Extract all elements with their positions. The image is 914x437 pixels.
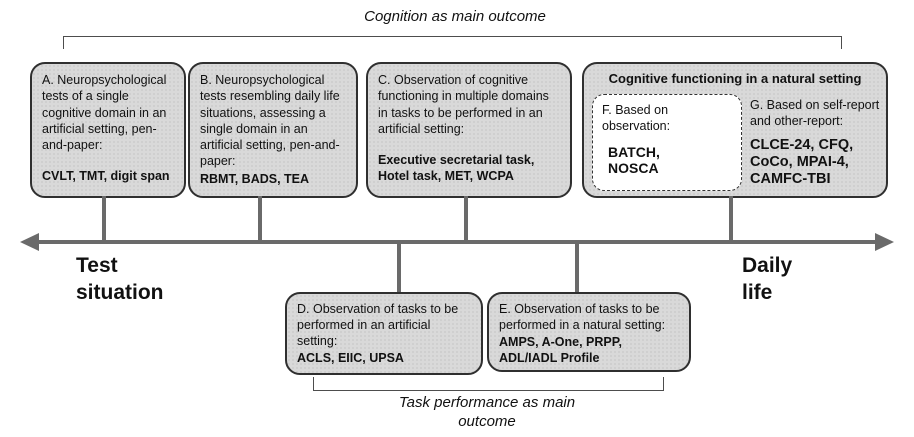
task-performance-outcome-label: Task performance as main outcome xyxy=(398,394,576,430)
box-f-based-on-observation: F. Based on observation: BATCH, NOSCA xyxy=(592,94,742,191)
box-natural-setting-group: Cognitive functioning in a natural setti… xyxy=(582,62,888,198)
cognition-outcome-label: Cognition as main outcome xyxy=(364,8,546,25)
natural-setting-header: Cognitive functioning in a natural setti… xyxy=(608,71,862,86)
box-b-description: B. Neuropsychological tests resembling d… xyxy=(200,73,340,169)
box-c-description: C. Observation of cognitive functioning … xyxy=(378,73,549,136)
axis-line xyxy=(36,240,878,244)
connector-box-e xyxy=(575,242,579,292)
box-b-instruments: RBMT, BADS, TEA xyxy=(200,171,310,186)
connector-box-d xyxy=(397,242,401,292)
connector-box-a xyxy=(102,196,106,242)
axis-label-test-situation: Test situation xyxy=(76,254,164,305)
box-f-description: F. Based on observation: xyxy=(602,103,671,134)
connector-box-c xyxy=(464,196,468,242)
box-e-instruments: AMPS, A-One, PRPP, ADL/IADL Profile xyxy=(499,334,622,365)
box-b-neuropsych-daily-life: B. Neuropsychological tests resembling d… xyxy=(188,62,358,198)
box-g-description: G. Based on self-report and other-report… xyxy=(750,98,880,129)
box-g-self-report: G. Based on self-report and other-report… xyxy=(750,97,884,189)
top-bracket xyxy=(63,36,842,49)
box-a-neuropsych-tests: A. Neuropsychological tests of a single … xyxy=(30,62,186,198)
box-e-tasks-natural: E. Observation of tasks to be performed … xyxy=(487,292,691,372)
bottom-bracket xyxy=(313,377,664,391)
right-arrowhead-icon xyxy=(875,233,894,251)
box-c-instruments: Executive secretarial task, Hotel task, … xyxy=(378,153,535,184)
connector-box-b xyxy=(258,196,262,242)
left-arrowhead-icon xyxy=(20,233,39,251)
box-f-instruments: BATCH, NOSCA xyxy=(608,143,660,177)
box-c-observation-artificial: C. Observation of cognitive functioning … xyxy=(366,62,572,198)
axis-label-daily-life: Daily life xyxy=(742,254,793,305)
box-d-instruments: ACLS, EIIC, UPSA xyxy=(297,350,404,365)
box-d-description: D. Observation of tasks to be performed … xyxy=(297,302,459,348)
box-g-instruments: CLCE-24, CFQ, CoCo, MPAI-4, CAMFC-TBI xyxy=(750,136,854,188)
box-a-instruments: CVLT, TMT, digit span xyxy=(42,169,170,184)
connector-box-natural-setting xyxy=(729,196,733,242)
box-a-description: A. Neuropsychological tests of a single … xyxy=(42,73,167,152)
box-d-tasks-artificial: D. Observation of tasks to be performed … xyxy=(285,292,483,375)
box-e-description: E. Observation of tasks to be performed … xyxy=(499,302,666,332)
